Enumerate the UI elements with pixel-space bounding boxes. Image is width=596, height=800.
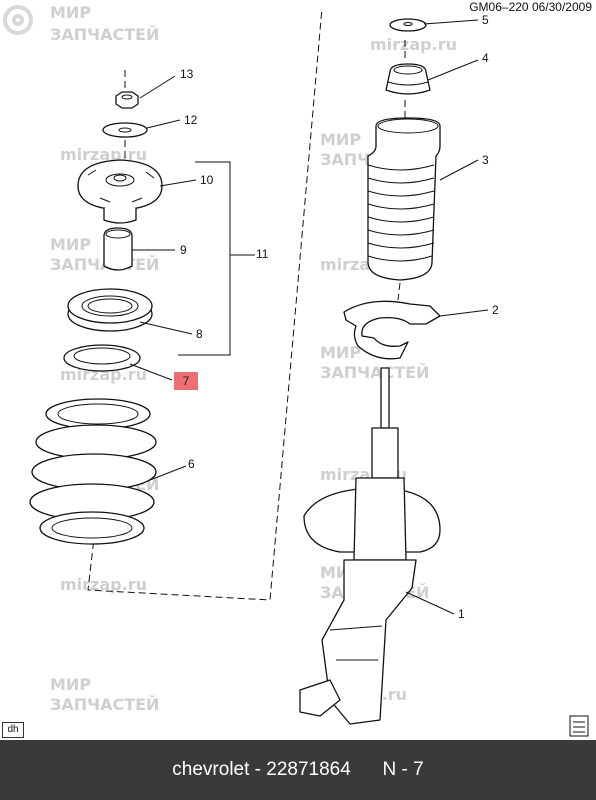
callout-10: 10 — [200, 173, 214, 187]
drawing-date: 06/30/2009 — [531, 0, 592, 14]
part-10-strut-mount — [77, 159, 163, 224]
drawing-header: GM06–220 06/30/2009 — [469, 0, 592, 14]
part-4-jounce-bumper — [385, 63, 431, 95]
callout-3: 3 — [482, 153, 489, 167]
part-1-strut — [299, 367, 441, 725]
callout-8: 8 — [196, 327, 203, 341]
watermark-text: ЗАПЧАСТЕЙ — [50, 695, 159, 714]
diagram-area: МИР ЗАПЧАСТЕЙ mirzap.ru МИР ЗАПЧАСТЕЙ mi… — [2, 0, 592, 738]
part-6-coil-spring — [29, 398, 157, 545]
watermark-logo-icon — [3, 5, 33, 35]
footer-bar: chevrolet - 22871864 N - 7 — [0, 740, 596, 800]
callout-9: 9 — [180, 243, 187, 257]
footer-ref-text: N - 7 — [382, 759, 424, 780]
watermark-text: ЗАПЧАСТЕЙ — [50, 25, 159, 44]
part-8-bearing — [67, 288, 153, 332]
highlighted-callout-7[interactable]: 7 — [174, 372, 198, 390]
watermark-text: МИР — [50, 3, 91, 22]
footer-part-text: chevrolet - 22871864 — [172, 759, 351, 780]
callout-11: 11 — [256, 247, 269, 261]
callout-13: 13 — [180, 67, 194, 81]
catalog-icon — [569, 715, 589, 737]
part-2-spring-seat — [343, 300, 441, 360]
watermark-text: МИР — [50, 675, 91, 694]
callout-2: 2 — [492, 303, 499, 317]
strut-exploded-diagram: МИР ЗАПЧАСТЕЙ mirzap.ru МИР ЗАПЧАСТЕЙ mi… — [3, 3, 589, 737]
watermark-text: mirzap.ru — [370, 35, 457, 54]
part-5-washer — [389, 18, 427, 32]
callout-5: 5 — [482, 13, 489, 27]
watermark-text: МИР — [320, 130, 361, 149]
watermark-text: ЗАПЧАСТЕЙ — [320, 363, 429, 382]
watermark-text: МИР — [320, 343, 361, 362]
part-3-dust-boot — [367, 117, 441, 281]
assembly-dashed-lines — [87, 7, 406, 601]
callout-1: 1 — [458, 607, 465, 621]
watermark-text: МИР — [50, 235, 91, 254]
watermark-text: mirzap.ru — [60, 145, 147, 164]
callout-12: 12 — [184, 113, 198, 127]
part-12-washer — [102, 122, 148, 138]
drawing-code: GM06–220 — [469, 0, 529, 14]
callout-6: 6 — [188, 457, 195, 471]
part-9-bushing — [103, 227, 133, 271]
part-7-spring-insulator — [63, 344, 141, 372]
watermark-text: mirzap.ru — [60, 365, 147, 384]
part-13-nut — [115, 91, 139, 109]
callout-labels: 1 2 3 4 5 6 8 9 10 11 12 13 — [180, 13, 499, 621]
watermark-text: mirzap.ru — [60, 575, 147, 594]
corner-label: dh — [2, 722, 24, 738]
group-bracket — [178, 161, 255, 356]
callout-4: 4 — [482, 51, 489, 65]
leader-lines — [129, 19, 489, 615]
